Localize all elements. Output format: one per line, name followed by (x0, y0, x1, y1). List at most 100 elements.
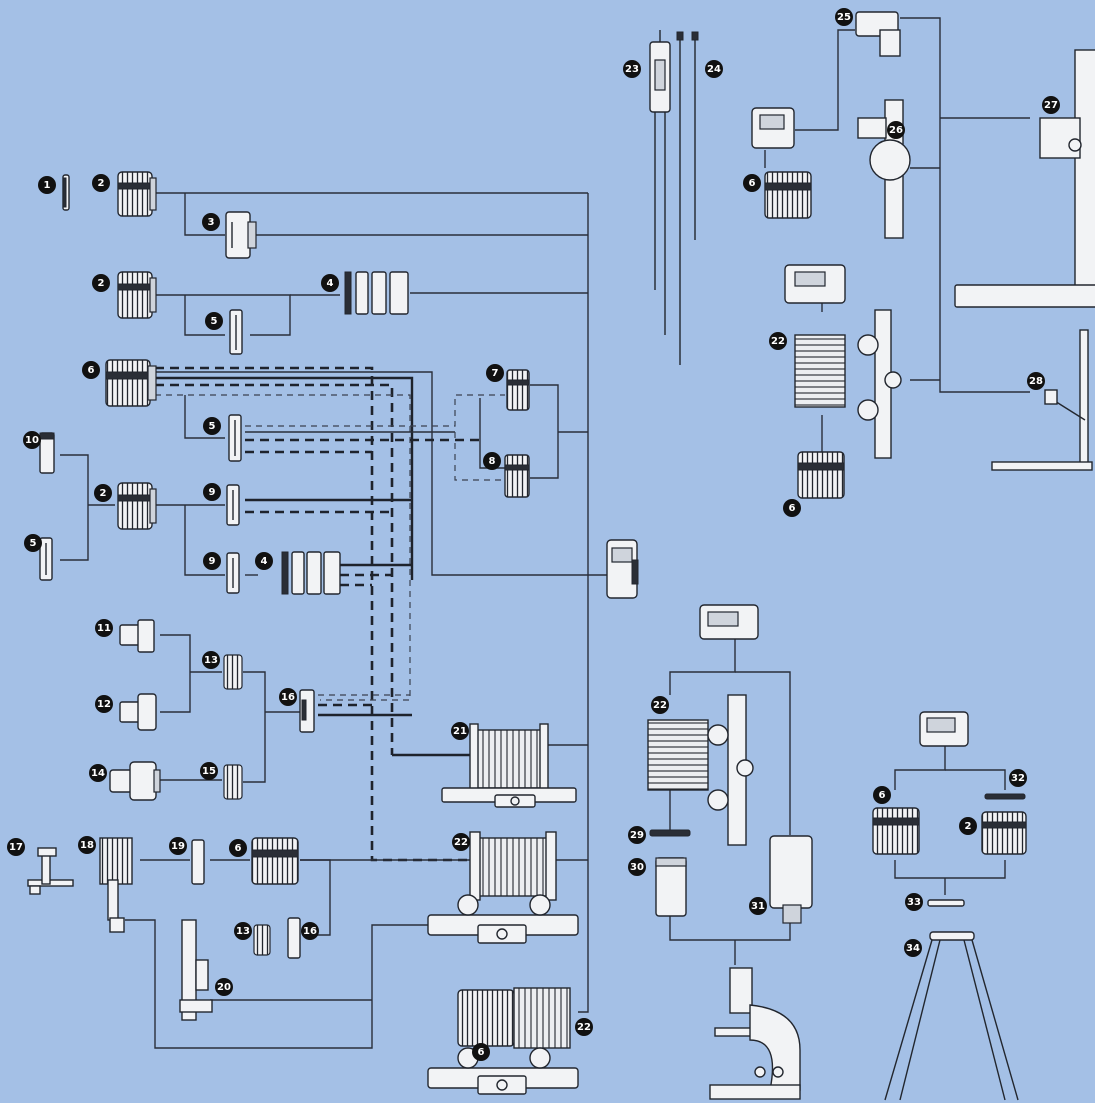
svg-text:2: 2 (965, 821, 972, 832)
part-17-slide-holder (27, 847, 74, 895)
callout-22: 22 (651, 696, 669, 714)
svg-text:2: 2 (98, 178, 105, 189)
callout-6: 6 (783, 499, 801, 517)
svg-text:28: 28 (1029, 376, 1043, 387)
callout-16: 16 (301, 922, 319, 940)
callout-18: 18 (78, 836, 96, 854)
part-10-cap (39, 432, 55, 474)
part-22-bellows-a (427, 831, 579, 944)
part-23-double-cable-release (649, 30, 671, 335)
svg-text:33: 33 (907, 897, 921, 908)
part-13-ring-b (253, 924, 271, 956)
svg-text:29: 29 (630, 830, 644, 841)
callout-5: 5 (203, 417, 221, 435)
svg-text:8: 8 (489, 456, 496, 467)
callout-21: 21 (451, 722, 469, 740)
part-29-ring (649, 829, 691, 837)
callout-28: 28 (1027, 372, 1045, 390)
callout-4: 4 (321, 274, 339, 292)
callout-6: 6 (229, 839, 247, 857)
part-34-tripod (884, 931, 1019, 1101)
part-1-filter (62, 174, 70, 211)
svg-text:22: 22 (577, 1022, 591, 1033)
part-6-lens-b (251, 837, 299, 885)
part-22-bellows-d (647, 694, 754, 846)
part-22-bellows-b (427, 987, 579, 1095)
callout-16: 16 (279, 688, 297, 706)
camera-body-microscope (699, 604, 759, 640)
part-20-rail (179, 919, 213, 1021)
callout-29: 29 (628, 826, 646, 844)
svg-text:18: 18 (80, 840, 94, 851)
part-6-lens-c (764, 171, 812, 219)
part-28-stand (991, 329, 1093, 471)
part-21-bellows (441, 723, 577, 808)
svg-text:13: 13 (204, 655, 218, 666)
svg-text:6: 6 (789, 503, 796, 514)
svg-text:34: 34 (906, 943, 920, 954)
part-2-lens-b (117, 271, 157, 319)
callout-8: 8 (483, 452, 501, 470)
svg-text:2: 2 (98, 278, 105, 289)
part-32-filter (984, 793, 1026, 800)
callout-5: 5 (205, 312, 223, 330)
part-5-ring-c (39, 537, 53, 581)
part-16-ring-b (287, 917, 301, 959)
svg-text:10: 10 (25, 435, 39, 446)
part-8-lens (504, 454, 530, 498)
part-27-copy-stand (954, 49, 1095, 308)
callout-27: 27 (1042, 96, 1060, 114)
callout-13: 13 (234, 922, 252, 940)
part-12-slide-adapter (119, 693, 157, 731)
part-24-cable-releases (676, 31, 699, 365)
svg-text:30: 30 (630, 862, 644, 873)
part-22-bellows-c (794, 309, 902, 459)
callout-26: 26 (887, 121, 905, 139)
callout-23: 23 (623, 60, 641, 78)
svg-text:21: 21 (453, 726, 467, 737)
callout-34: 34 (904, 939, 922, 957)
microscope (709, 967, 801, 1100)
part-26-focusing-rail (857, 99, 911, 239)
part-16-ring-a (299, 689, 315, 733)
callout-17: 17 (7, 838, 25, 856)
part-33-ring (927, 899, 965, 907)
part-9-ring-a (226, 484, 240, 526)
callout-9: 9 (203, 483, 221, 501)
callout-31: 31 (749, 897, 767, 915)
part-15-ring (223, 764, 243, 800)
callout-24: 24 (705, 60, 723, 78)
part-25-copy-adapter (855, 11, 901, 57)
part-5-ring-b (228, 414, 242, 462)
svg-text:22: 22 (454, 837, 468, 848)
svg-text:6: 6 (235, 843, 242, 854)
svg-text:6: 6 (749, 178, 756, 189)
svg-text:17: 17 (9, 842, 23, 853)
part-2-lens-d (981, 811, 1027, 855)
svg-text:5: 5 (209, 421, 216, 432)
callout-19: 19 (169, 837, 187, 855)
svg-text:9: 9 (209, 556, 216, 567)
svg-text:26: 26 (889, 125, 903, 136)
svg-text:4: 4 (261, 556, 268, 567)
svg-text:32: 32 (1011, 773, 1025, 784)
callout-22: 22 (575, 1018, 593, 1036)
svg-text:27: 27 (1044, 100, 1058, 111)
svg-text:22: 22 (653, 700, 667, 711)
callout-4: 4 (255, 552, 273, 570)
part-3-adapter (225, 211, 257, 259)
svg-text:2: 2 (100, 488, 107, 499)
part-2-lens-a (117, 171, 157, 217)
part-11-slide-adapter (119, 619, 155, 653)
part-7-adapter (506, 369, 530, 411)
svg-text:24: 24 (707, 64, 721, 75)
part-4-extension-rings-b (281, 551, 341, 595)
svg-text:31: 31 (751, 901, 765, 912)
svg-text:7: 7 (492, 368, 499, 379)
part-6-lens-e (872, 807, 920, 855)
svg-text:3: 3 (208, 217, 215, 228)
svg-text:20: 20 (217, 982, 231, 993)
svg-text:4: 4 (327, 278, 334, 289)
callout-6: 6 (743, 174, 761, 192)
svg-text:19: 19 (171, 841, 185, 852)
